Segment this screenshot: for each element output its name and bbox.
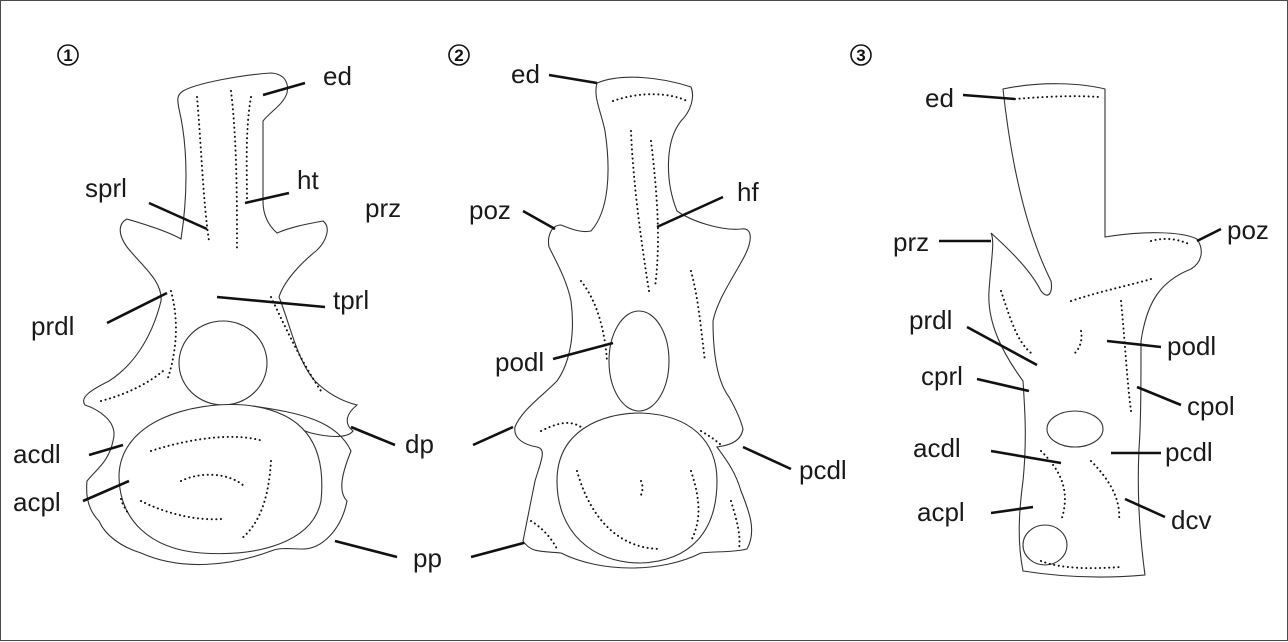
panel-1-number: 1 — [63, 46, 72, 65]
label-p2-hf: hf — [737, 177, 759, 207]
label-pp: pp — [413, 543, 442, 573]
label-p1-acdl: acdl — [13, 439, 61, 469]
label-p3-poz: poz — [1227, 215, 1269, 245]
label-p3-dcv: dcv — [1171, 505, 1211, 535]
shared-labels: dp pp — [335, 427, 531, 573]
label-p2-ed: ed — [511, 59, 540, 89]
panel-3-poz-leader — [1197, 229, 1221, 241]
label-p1-acpl: acpl — [13, 487, 61, 517]
panel-2-pcdl-leader — [743, 447, 791, 469]
panel-2-number: 2 — [454, 46, 463, 65]
panel-2-poz-leader — [523, 211, 555, 229]
panel-3-condyle — [1047, 411, 1103, 447]
label-p1-sprl: sprl — [85, 173, 127, 203]
panel-2-centrum-face — [557, 413, 717, 563]
panel-3-number: 3 — [856, 46, 865, 65]
label-p3-prz: prz — [893, 227, 929, 257]
label-dp: dp — [405, 429, 434, 459]
label-p3-ed: ed — [925, 83, 954, 113]
panel-2: 2 ed hf poz podl pcdl — [449, 45, 847, 568]
label-p3-cprl: cprl — [921, 361, 963, 391]
label-p3-podl: podl — [1167, 331, 1216, 361]
panel-3-cprl-leader — [977, 379, 1029, 391]
label-p2-podl: podl — [495, 347, 544, 377]
label-p2-pcdl: pcdl — [799, 455, 847, 485]
label-p3-acdl: acdl — [913, 433, 961, 463]
panel-3-cpol-leader — [1137, 387, 1181, 405]
panel-2-ed-leader — [549, 75, 597, 83]
panel-3: 3 ed prz poz prdl podl cprl cpol acdl pc… — [851, 45, 1269, 577]
panel-1-neural-canal — [179, 321, 267, 405]
panel-3-cotyle — [1023, 525, 1067, 565]
label-p1-ed: ed — [323, 61, 352, 91]
panel-1-centrum-face — [119, 405, 322, 554]
label-p3-acpl: acpl — [917, 497, 965, 527]
label-p3-prdl: prdl — [909, 305, 952, 335]
label-p1-prdl: prdl — [31, 311, 74, 341]
label-p3-cpol: cpol — [1187, 391, 1235, 421]
panel-2-neural-canal — [609, 311, 669, 411]
label-p1-ht: ht — [297, 165, 319, 195]
label-p2-poz: poz — [469, 195, 511, 225]
label-p3-pcdl: pcdl — [1165, 437, 1213, 467]
label-p1-prz: prz — [365, 193, 401, 223]
panel-1: 1 ed ht sprl prz tprl prdl acdl acpl — [13, 45, 401, 565]
label-p1-tprl: tprl — [333, 285, 369, 315]
